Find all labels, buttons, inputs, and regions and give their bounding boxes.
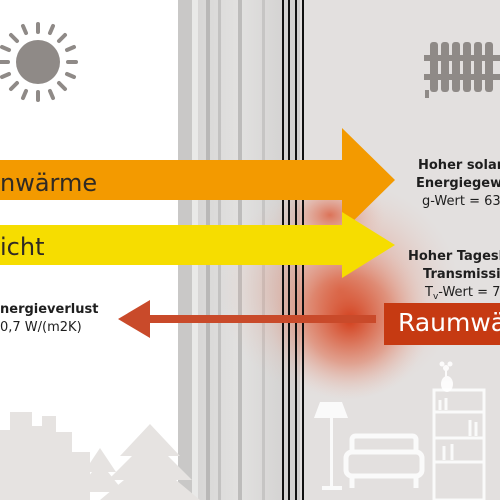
lamp-icon [314, 402, 348, 490]
solar-gain-info: Hoher solar Energiegew g-Wert = 63 [416, 157, 500, 211]
daylight-info: Hoher Tagesl Transmissi Tv-Wert = 7 [408, 248, 500, 306]
sun-icon [0, 22, 78, 102]
tv-value: Tv-Wert = 7 [425, 285, 500, 302]
solar-heat-arrow [0, 128, 395, 232]
energy-loss-arrow [118, 300, 376, 338]
city-silhouette [0, 412, 90, 500]
daylight-label: icht [0, 233, 45, 261]
vase-icon [439, 361, 453, 392]
daylight-title: Hoher Tagesl [408, 249, 500, 264]
room-heat-label: Raumwä [398, 308, 500, 337]
daylight-arrow [0, 212, 395, 278]
tree-icon [76, 424, 200, 500]
room-heat-block [384, 303, 500, 345]
radiator-icon [424, 42, 500, 98]
daylight-subtitle: Transmissi [423, 267, 500, 282]
solar-heat-label: nwärme [0, 169, 98, 197]
energy-loss-title: nergieverlust [0, 302, 99, 317]
u-value: 0,7 W/(m2K) [0, 320, 82, 335]
armchair-icon [343, 433, 425, 488]
solar-gain-subtitle: Energiegew [416, 176, 500, 191]
solar-gain-title: Hoher solar [418, 158, 500, 173]
energy-loss-info: nergieverlust 0,7 W/(m2K) [0, 301, 98, 337]
g-value: g-Wert = 63 [422, 194, 500, 209]
shelf-icon [432, 388, 486, 500]
